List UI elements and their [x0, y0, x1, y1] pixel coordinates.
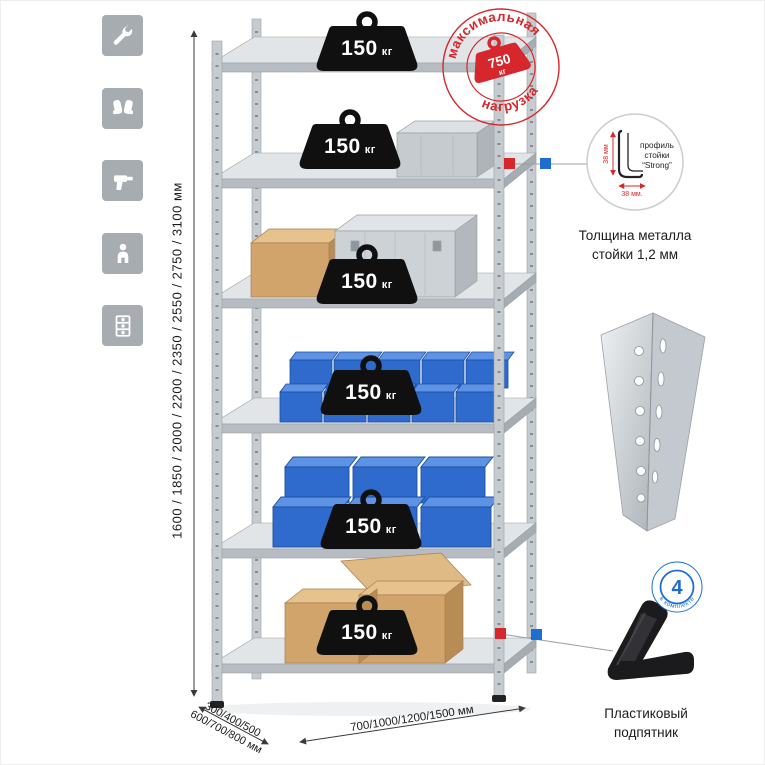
- rack-front-posts: [210, 34, 506, 708]
- badge-value: 4: [671, 577, 683, 599]
- aluminum-case-small: [395, 120, 497, 178]
- load-unit: кг: [381, 630, 393, 642]
- drill-icon: [102, 160, 143, 201]
- post-foot: [492, 695, 506, 702]
- profile-callout: [504, 158, 589, 169]
- foot-callout: [495, 628, 614, 652]
- load-unit: кг: [364, 144, 376, 156]
- profile-label-line1: профиль: [640, 141, 674, 150]
- profile-vertical-dim: 38 мм: [603, 144, 610, 164]
- load-value: 150: [345, 515, 382, 538]
- gloves-icon: [102, 88, 143, 129]
- stamp-outer-ring: [442, 8, 560, 126]
- quantity-badge: в комплекте 4: [649, 559, 705, 615]
- plastic-foot-image: [607, 600, 694, 680]
- profile-horizontal-dim: 38 мм.: [621, 191, 642, 198]
- load-value: 150: [345, 381, 382, 404]
- rack-icon: [102, 305, 143, 346]
- width-dimension-line: [299, 705, 526, 745]
- profile-caption-line2: стойки 1,2 мм: [591, 246, 679, 262]
- person-icon: [102, 233, 143, 274]
- foot-caption-line2: подпятник: [613, 724, 679, 740]
- load-unit: кг: [381, 46, 393, 58]
- stamp-value: 750: [486, 51, 512, 72]
- rack-back-posts: [251, 12, 537, 680]
- profile-detail-circle: 38 мм 38 мм. профиль стойки “Strong”: [584, 111, 686, 213]
- foot-caption: Пластиковый подпятник: [571, 705, 721, 743]
- profile-cross-section: [617, 129, 644, 179]
- load-value: 150: [324, 135, 361, 158]
- blue-marker-square: [540, 158, 551, 169]
- load-unit: кг: [385, 524, 397, 536]
- red-marker-square: [504, 158, 515, 169]
- profile-label-line2: стойки: [644, 151, 669, 160]
- load-value: 150: [341, 270, 378, 293]
- foot-caption-line1: Пластиковый: [604, 706, 688, 721]
- post-foot: [210, 701, 224, 708]
- load-unit: кг: [385, 390, 397, 402]
- depth-dimension-line: [198, 706, 269, 745]
- profile-label-line3: “Strong”: [642, 161, 672, 170]
- load-unit: кг: [381, 279, 393, 291]
- red-marker-square: [495, 628, 506, 639]
- stamp-unit: кг: [498, 66, 508, 77]
- dimension-lines: [190, 30, 526, 745]
- stamp-weight-icon: [474, 36, 531, 83]
- wrench-icon: [102, 15, 143, 56]
- angle-profile-image: [600, 312, 706, 532]
- profile-caption-line1: Толщина металла: [578, 228, 692, 243]
- profile-caption: Толщина металла стойки 1,2 мм: [565, 227, 705, 265]
- stamp-inner-ring: [466, 32, 536, 102]
- load-value: 150: [341, 621, 378, 644]
- blue-marker-square: [531, 629, 542, 640]
- load-value: 150: [341, 37, 378, 60]
- height-dimension-label: 1600 / 1850 / 2000 / 2200 / 2350 / 2550 …: [169, 182, 185, 539]
